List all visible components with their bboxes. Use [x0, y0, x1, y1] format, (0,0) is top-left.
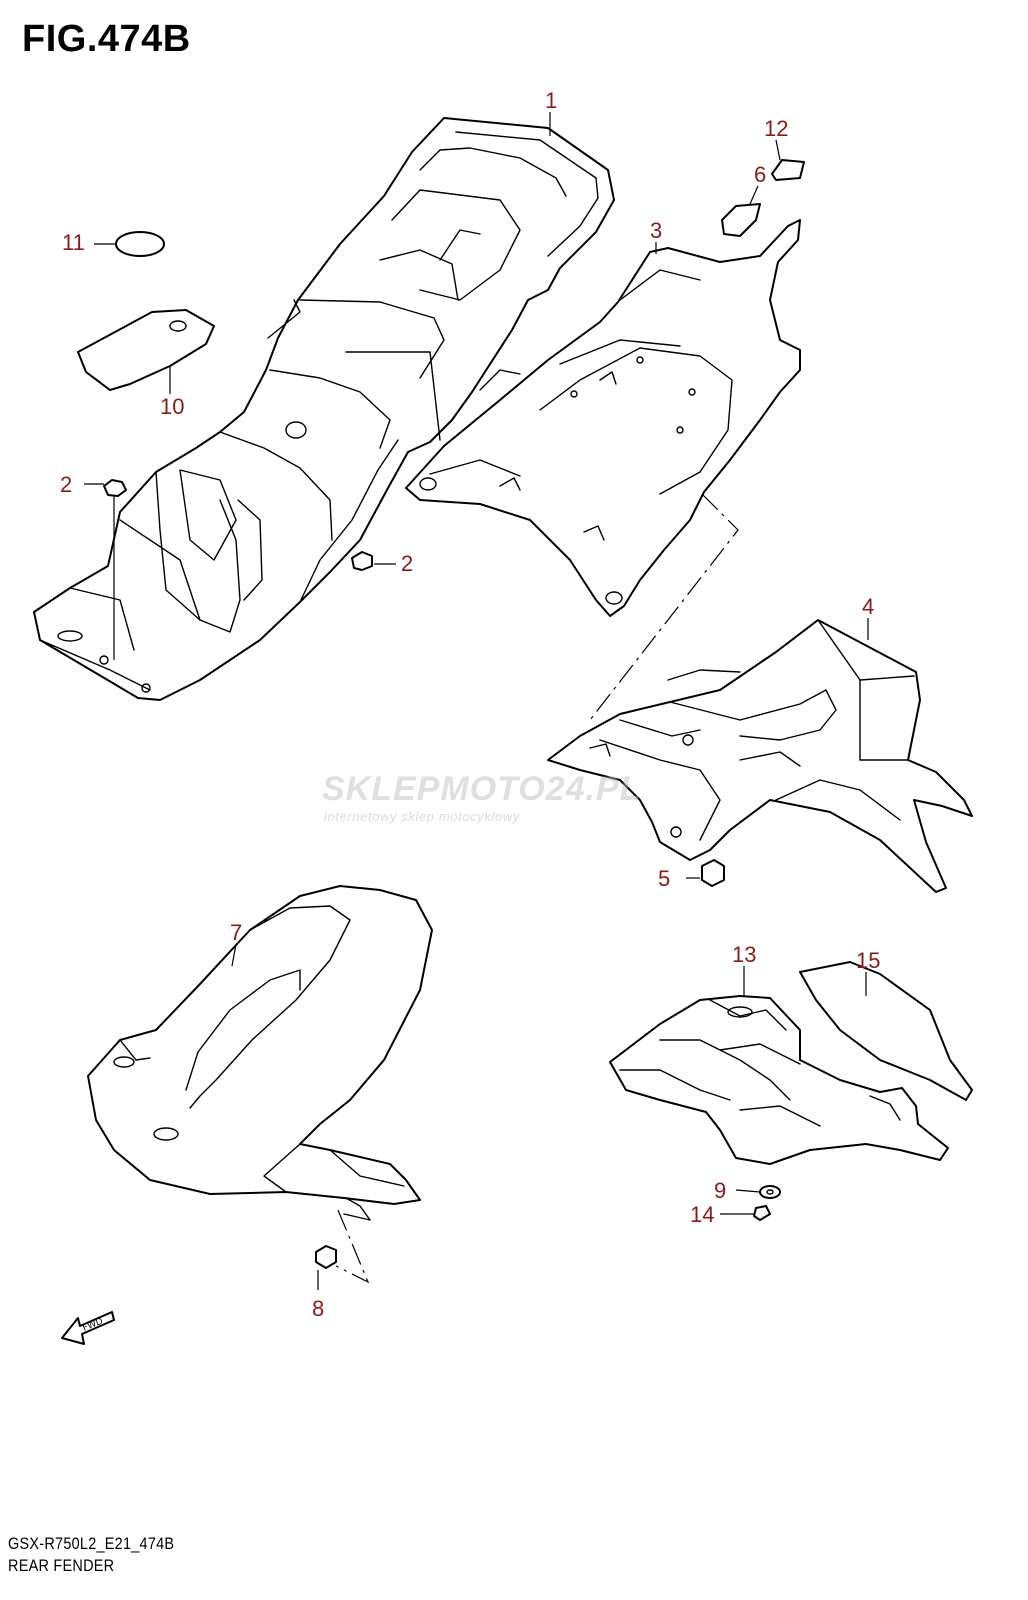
part-10-cover-drawing	[77, 309, 215, 391]
part-4-rear-fender-drawing	[547, 619, 973, 893]
alignment-line-3-4	[589, 493, 739, 721]
callout-3: 3	[650, 218, 662, 243]
leader-lines	[84, 112, 869, 1215]
part-3-inner-panel-drawing	[405, 219, 801, 617]
alignment-line-7-8	[335, 1209, 370, 1284]
callout-1: 1	[545, 88, 557, 113]
callout-15: 15	[856, 948, 880, 973]
callout-11: 11	[62, 230, 85, 255]
footer: GSX-R750L2_E21_474B REAR FENDER	[8, 1533, 204, 1577]
part-5-bolt-drawing	[686, 859, 725, 887]
callout-8: 8	[312, 1296, 324, 1321]
part-14-screw-drawing	[753, 1205, 771, 1221]
callout-14: 14	[690, 1202, 714, 1227]
section-name: REAR FENDER	[8, 1556, 115, 1575]
model-code: GSX-R750L2_E21_474B	[8, 1534, 175, 1553]
callout-6: 6	[754, 162, 766, 187]
callout-9: 9	[714, 1178, 726, 1203]
fwd-arrow-icon: FWD	[61, 1311, 115, 1345]
callout-5: 5	[658, 866, 670, 891]
callout-2-right: 2	[401, 551, 413, 576]
callout-7: 7	[230, 920, 242, 945]
figure-title: FIG.474B	[22, 18, 191, 60]
part-7-front-fender-drawing	[87, 885, 433, 1221]
part-13-tail-cover-drawing	[609, 995, 949, 1165]
fwd-label: FWD	[81, 1317, 104, 1334]
callout-2-left: 2	[60, 472, 72, 497]
callout-12: 12	[764, 116, 788, 141]
part-8-bolt-drawing	[315, 1245, 337, 1290]
part-2-bolt-right-drawing	[351, 551, 373, 571]
part-2-bolt-left-drawing	[103, 479, 127, 660]
callout-4: 4	[862, 594, 874, 619]
part-9-washer-drawing	[759, 1185, 781, 1199]
part-15-panel-drawing	[799, 961, 973, 1101]
callout-labels: 1 2 2 3 4 5 6 7 8 9 10 11 12 13 14 15	[60, 88, 880, 1321]
callout-13: 13	[732, 942, 756, 967]
part-12-pad-drawing	[771, 159, 805, 181]
part-6-pad-drawing	[721, 203, 761, 237]
part-11-ring-drawing	[115, 231, 165, 257]
part-1-inner-fender-drawing	[33, 117, 615, 701]
callout-10: 10	[160, 394, 184, 419]
